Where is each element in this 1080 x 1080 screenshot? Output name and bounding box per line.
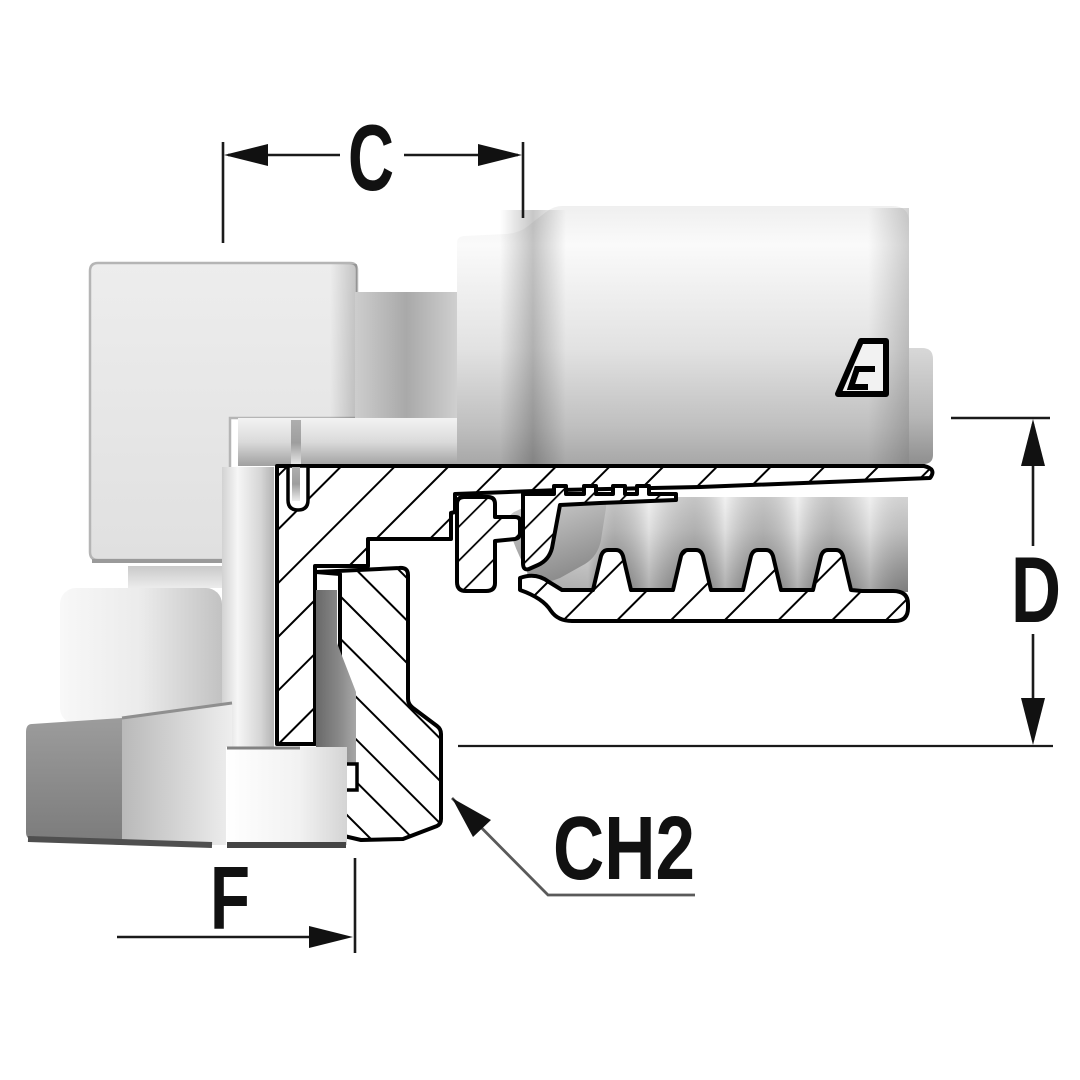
nipple-head-section bbox=[521, 484, 678, 572]
spacer-section bbox=[455, 495, 522, 593]
body-ledge bbox=[128, 566, 226, 588]
ferrule-step-shadow bbox=[500, 210, 566, 466]
band-seam bbox=[291, 420, 301, 466]
leader-ch2 bbox=[451, 797, 695, 897]
d-arrow-up bbox=[1021, 419, 1045, 466]
ch2-leader-line bbox=[451, 797, 695, 897]
insert-teeth-section bbox=[518, 548, 910, 623]
body-section bbox=[275, 464, 935, 746]
label-ch2: CH2 bbox=[553, 799, 695, 899]
f-arrow bbox=[309, 926, 353, 948]
stem-shoulder-shade bbox=[316, 590, 356, 764]
c-arrow-right bbox=[478, 144, 522, 166]
elbow-body-external bbox=[88, 261, 469, 588]
ch2-arrow bbox=[452, 798, 491, 837]
dimension-lines bbox=[117, 142, 1053, 953]
label-d: D bbox=[1011, 537, 1061, 642]
label-f: F bbox=[210, 849, 250, 949]
nut-bottom-edge bbox=[27, 836, 213, 848]
nut-hex-side bbox=[122, 703, 232, 845]
nut-collar bbox=[60, 588, 222, 724]
c-arrow-left bbox=[224, 144, 268, 166]
nut-shoulder-edge bbox=[121, 701, 233, 720]
joint-slot-shade bbox=[292, 467, 300, 501]
dimension-c bbox=[221, 142, 525, 243]
nut-hex-face bbox=[26, 718, 122, 845]
nut-external bbox=[26, 588, 347, 848]
manufacturer-logo-icon bbox=[835, 338, 889, 397]
ferrule-right-shadow bbox=[868, 208, 909, 466]
label-c: C bbox=[348, 105, 394, 210]
body-edge-shade bbox=[330, 264, 357, 418]
d-arrow-down bbox=[1021, 698, 1045, 745]
dimension-d bbox=[458, 416, 1053, 748]
ferrule-shell bbox=[457, 206, 909, 466]
insert-tube-band bbox=[238, 418, 460, 466]
nut-bottom-cylinder bbox=[226, 747, 347, 845]
lower-stem bbox=[222, 467, 274, 747]
neck-tube bbox=[355, 292, 469, 419]
dimension-f bbox=[117, 858, 357, 953]
ferrule bbox=[457, 206, 909, 466]
